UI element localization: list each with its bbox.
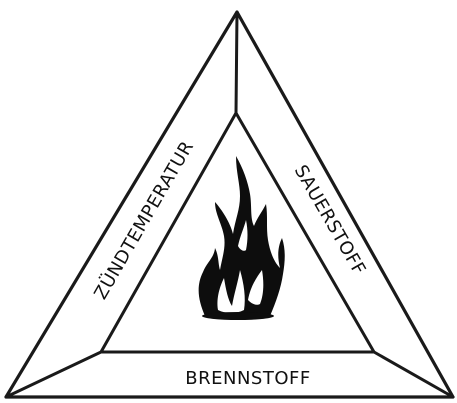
bevel-line-top [236,12,237,113]
label-fuel: BRENNSTOFF [185,368,310,389]
outer-triangle [6,12,453,397]
flame-icon [199,156,285,320]
